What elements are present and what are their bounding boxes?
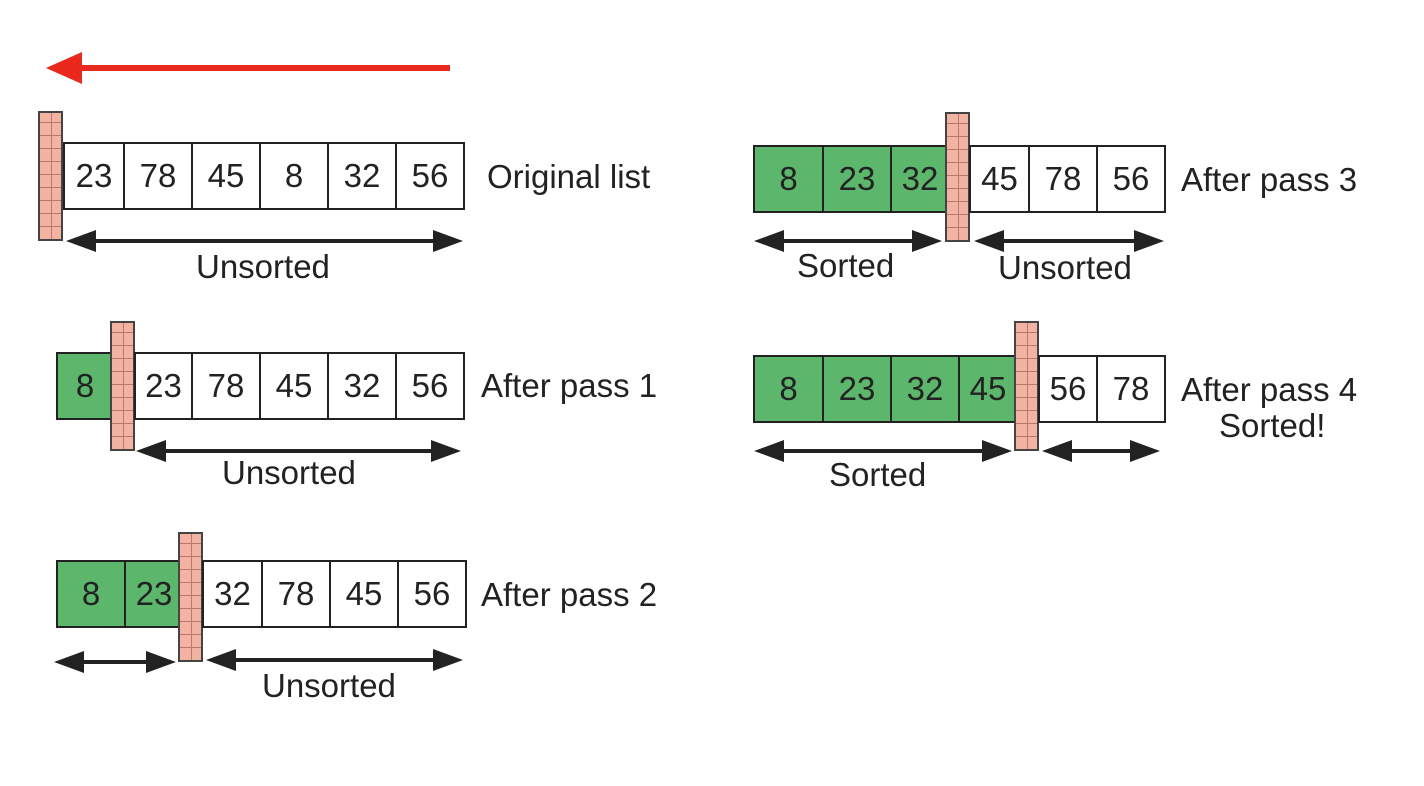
row-label: After pass 1 [481, 367, 658, 404]
list-cell: 56 [397, 560, 467, 628]
list-cell: 45 [969, 145, 1030, 213]
red-left-arrow-icon [46, 52, 450, 84]
list-cell: 45 [259, 352, 329, 420]
sorted-range-arrow [754, 440, 1012, 462]
unsorted-range-arrow [136, 440, 461, 462]
unsorted-label: Unsorted [222, 454, 356, 491]
list-cell: 78 [123, 142, 193, 210]
unsorted-range-arrow [66, 230, 463, 252]
unsorted-label: Unsorted [196, 248, 330, 285]
brick-wall-icon [178, 532, 203, 662]
sorted-range-arrow [54, 651, 176, 673]
brick-wall-icon [38, 111, 63, 241]
list-cell-sorted: 8 [753, 355, 824, 423]
list-cell: 45 [329, 560, 399, 628]
list-cell-sorted: 32 [890, 355, 960, 423]
row-label: After pass 3 [1181, 161, 1358, 198]
remaining-range-arrow [1042, 440, 1160, 462]
sorted-range-arrow [754, 230, 942, 252]
row-label: Original list [487, 158, 651, 195]
list-cell-sorted: 45 [958, 355, 1018, 423]
list-cell-sorted: 8 [56, 560, 126, 628]
list-cell: 32 [327, 142, 397, 210]
list-cell-sorted: 23 [124, 560, 184, 628]
list-cell: 23 [134, 352, 193, 420]
list-cell-sorted: 23 [822, 355, 892, 423]
unsorted-label: Unsorted [998, 249, 1132, 286]
list-cell: 78 [191, 352, 261, 420]
brick-wall-icon [110, 321, 135, 451]
list-cell-sorted: 32 [890, 145, 950, 213]
list-cell: 23 [63, 142, 125, 210]
row-label: After pass 4 [1181, 371, 1358, 408]
unsorted-label: Unsorted [262, 667, 396, 704]
list-cell: 56 [1038, 355, 1098, 423]
list-cell: 32 [202, 560, 263, 628]
list-cell: 45 [191, 142, 261, 210]
list-cell: 56 [395, 142, 465, 210]
sorted-complete-label: Sorted! [1219, 407, 1326, 444]
list-cell: 78 [261, 560, 331, 628]
list-cell: 32 [327, 352, 397, 420]
unsorted-range-arrow [974, 230, 1164, 252]
sorted-label: Sorted [797, 247, 895, 284]
list-cell: 78 [1028, 145, 1098, 213]
list-cell-sorted: 23 [822, 145, 892, 213]
brick-wall-icon [945, 112, 970, 242]
list-cell-sorted: 8 [56, 352, 114, 420]
list-cell: 8 [259, 142, 329, 210]
row-label: After pass 2 [481, 576, 658, 613]
brick-wall-icon [1014, 321, 1039, 451]
unsorted-range-arrow [206, 649, 463, 671]
list-cell: 56 [395, 352, 465, 420]
list-cell: 78 [1096, 355, 1166, 423]
list-cell: 56 [1096, 145, 1166, 213]
list-cell-sorted: 8 [753, 145, 824, 213]
sorted-label: Sorted [829, 456, 927, 493]
